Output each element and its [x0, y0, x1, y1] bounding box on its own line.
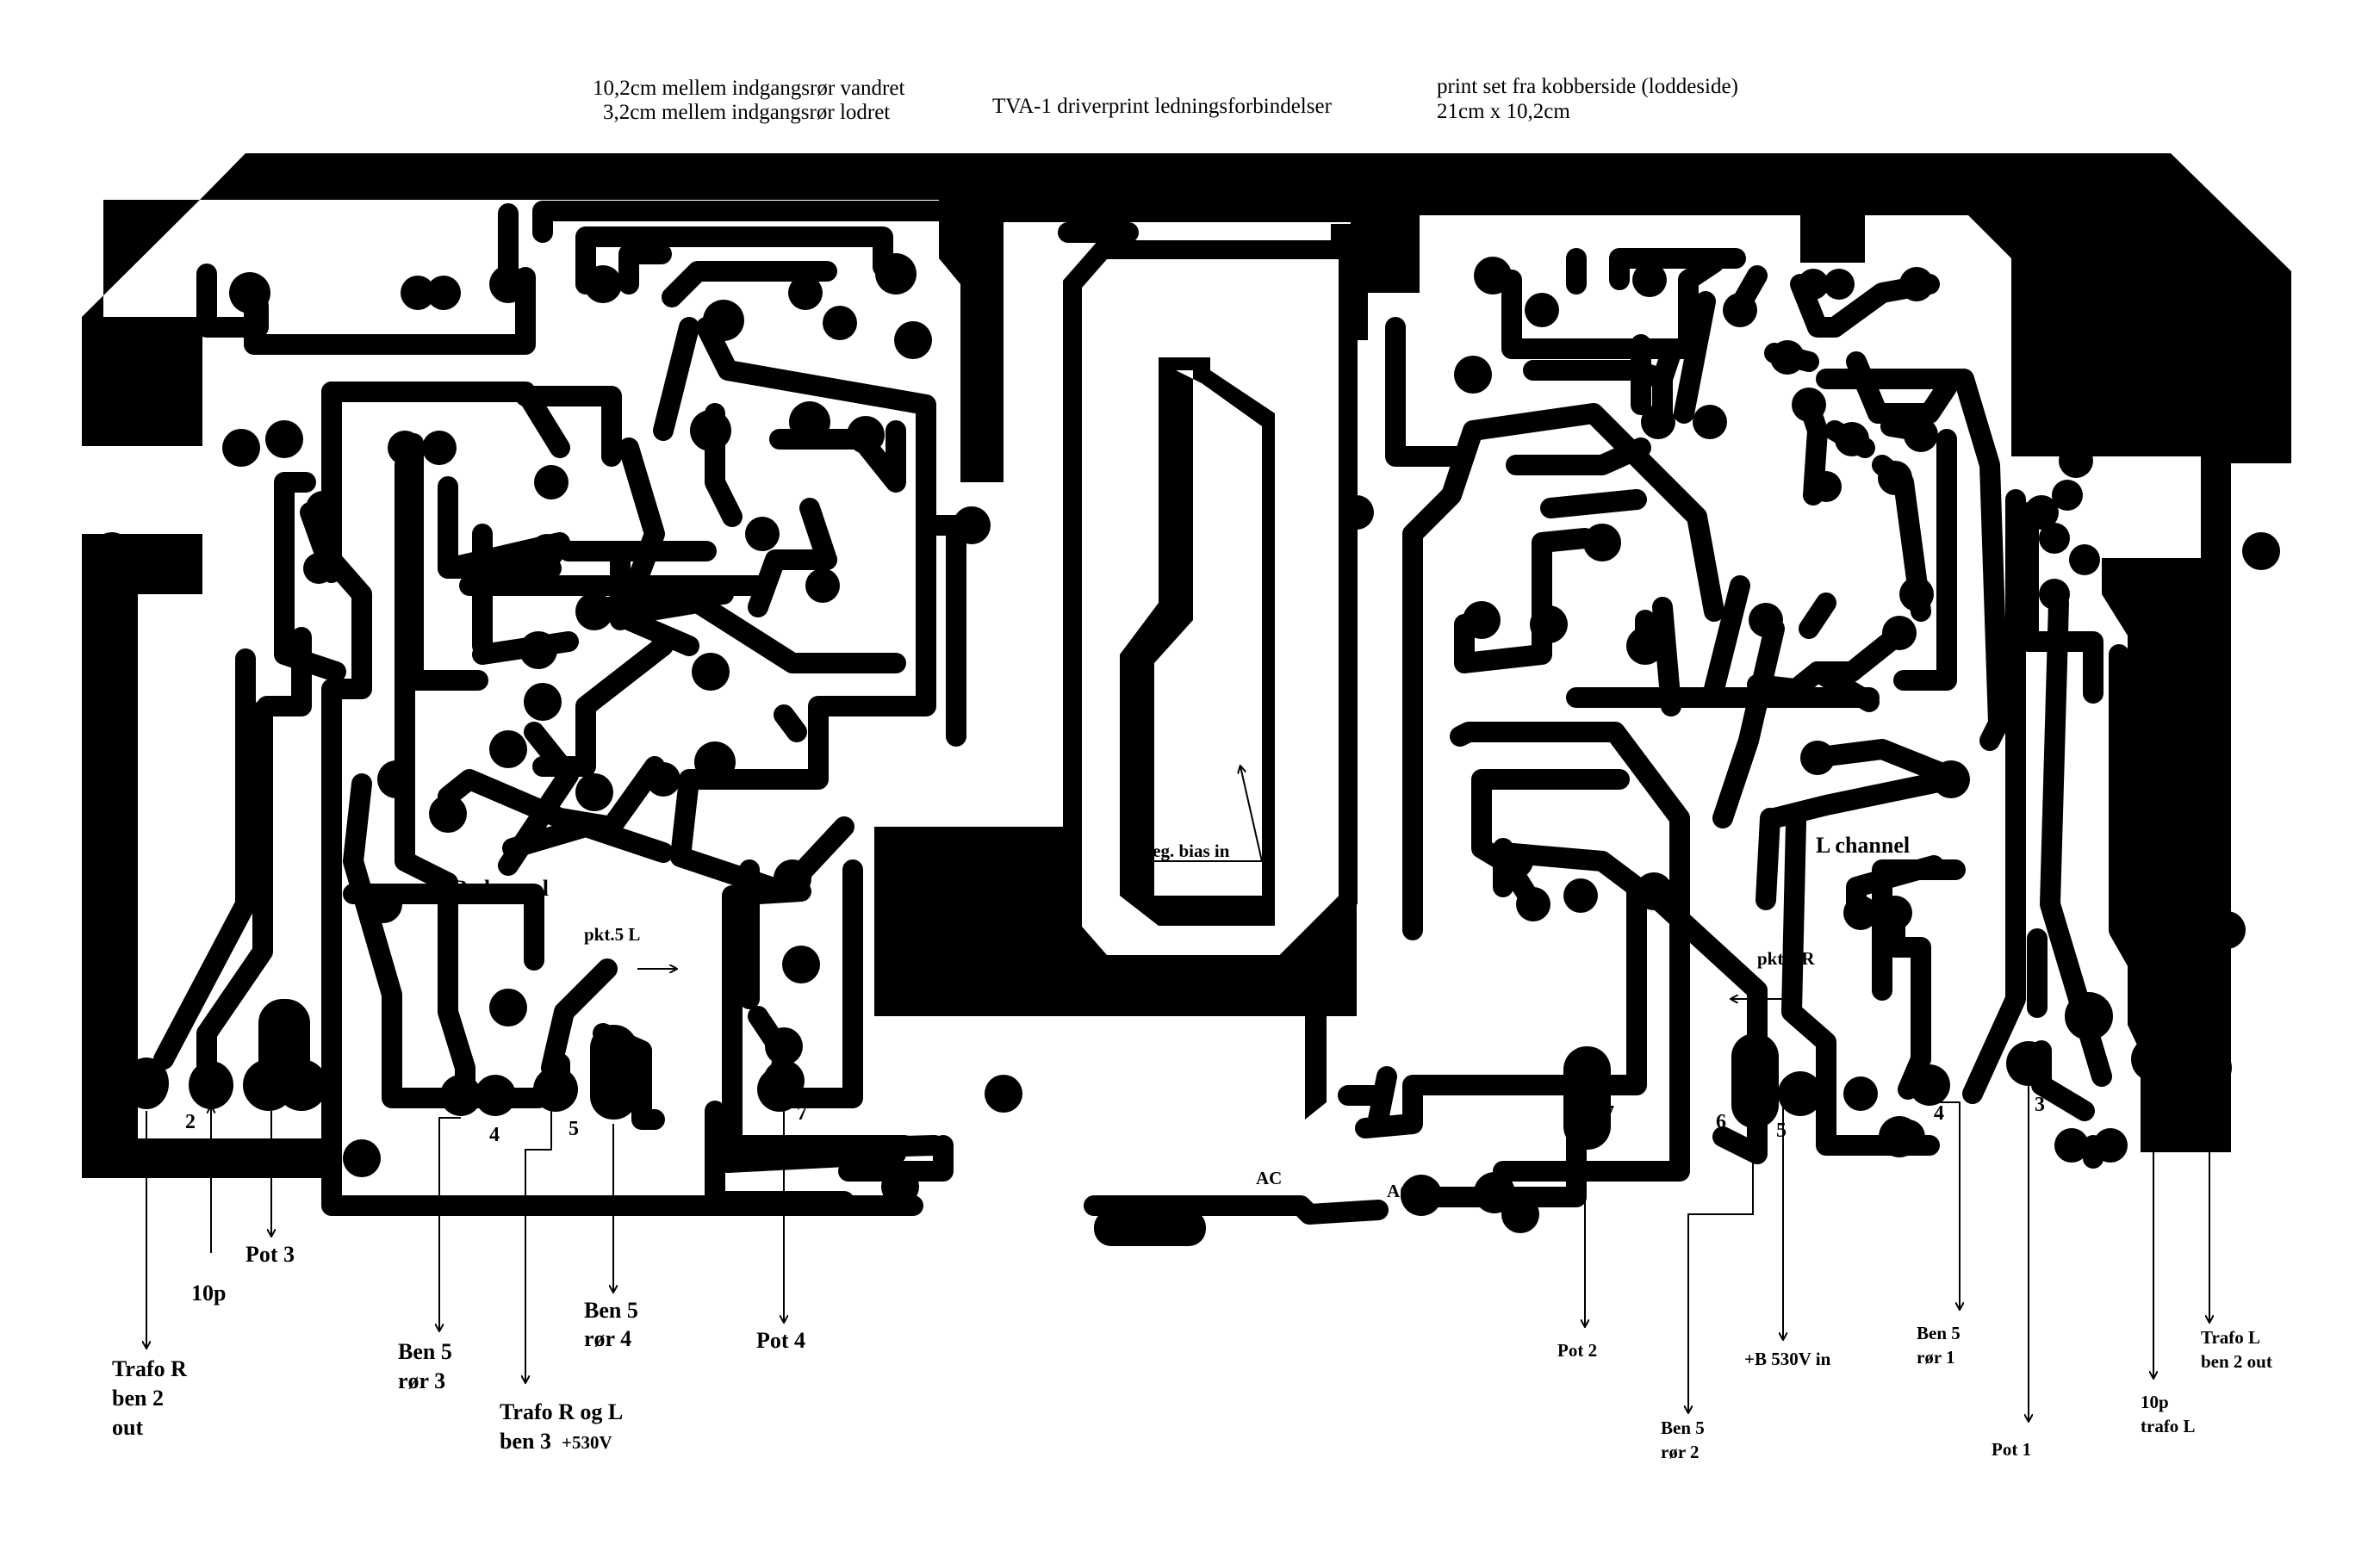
connector-pads [124, 992, 2232, 1246]
ben5-ror4-line2: rør 4 [584, 1326, 631, 1351]
ac-label-right: AC [1387, 1181, 1413, 1201]
r-channel-label: R channel [452, 876, 549, 901]
trafo-r-line3: out [112, 1415, 143, 1440]
pkt5l-label: pkt.5 L [584, 924, 640, 945]
header-title: TVA-1 driverprint ledningsforbindelser [992, 95, 1333, 118]
neg-bias-label: Neg. bias in [1140, 841, 1230, 861]
tenp-trafo-l-line2: trafo L [2141, 1416, 2196, 1436]
pin-r-3: 3 [2035, 1094, 2045, 1116]
ben5-ror4-line1: Ben 5 [584, 1298, 638, 1323]
pkt5r-label: pkt.5 R [1757, 948, 1815, 969]
pot3-label: Pot 3 [245, 1242, 295, 1267]
pin-r-7: 7 [1604, 1102, 1614, 1125]
header-line2: 3,2cm mellem indgangsrør lodret [603, 101, 890, 124]
pin-r-2: 2 [2158, 1094, 2168, 1116]
pin-l-3: 3 [332, 1107, 342, 1129]
trafo-rl-line3: +530V [562, 1432, 612, 1453]
connection-labels: Trafo R ben 2 out 10p Pot 3 Ben 5 rør 3 … [112, 1242, 2272, 1462]
tenp-left: 10p [191, 1281, 226, 1306]
tenp-trafo-l-line1: 10p [2141, 1392, 2169, 1412]
trafo-r-line1: Trafo R [112, 1356, 187, 1381]
pot1-label: Pot 1 [1992, 1439, 2031, 1460]
pin-l-4: 4 [489, 1124, 500, 1146]
ben5-ror2-line2: rør 2 [1661, 1442, 1700, 1462]
header-side1: print set fra kobberside (loddeside) [1437, 75, 1738, 98]
header-side2: 21cm x 10,2cm [1437, 100, 1570, 123]
pin-l-6: 6 [636, 1107, 646, 1129]
pin-r-1: 1 [2221, 1085, 2231, 1107]
header-line1: 10,2cm mellem indgangsrør vandret [593, 77, 904, 100]
board-labels: R channel L channel pkt.5 L pkt.5 R Neg.… [452, 833, 1910, 1201]
l-channel-label: L channel [1816, 833, 1910, 858]
pot4-label: Pot 4 [756, 1328, 805, 1353]
b530-label: +B 530V in [1744, 1349, 1831, 1369]
ben5-ror1-line2: rør 1 [1917, 1347, 1955, 1368]
pin-l-2: 2 [185, 1111, 196, 1133]
pin-l-7: 7 [797, 1102, 807, 1125]
header: 10,2cm mellem indgangsrør vandret 3,2cm … [593, 75, 1738, 124]
ben5-ror1-line1: Ben 5 [1917, 1323, 1961, 1343]
ben5-ror2-line1: Ben 5 [1661, 1417, 1705, 1438]
pin-l-5: 5 [569, 1118, 579, 1140]
trafo-l-line1: Trafo L [2201, 1327, 2260, 1348]
trafo-rl-line1: Trafo R og L [500, 1399, 623, 1424]
ac-label-left: AC [1256, 1168, 1282, 1188]
trafo-rl-line2: ben 3 [500, 1429, 551, 1454]
trafo-l-line2: ben 2 out [2201, 1351, 2272, 1372]
pin-numbers: 1 2 3 4 5 6 7 1 2 3 4 5 6 7 [121, 1085, 2231, 1146]
leader-lines [146, 766, 2209, 1421]
pin-r-5: 5 [1776, 1120, 1787, 1142]
pin-r-6: 6 [1716, 1111, 1726, 1133]
pot2-label: Pot 2 [1557, 1340, 1597, 1361]
pin-l-1: 1 [121, 1111, 131, 1133]
pin-r-4: 4 [1934, 1102, 1944, 1125]
ben5-ror3-line1: Ben 5 [398, 1339, 452, 1364]
ben5-ror3-line2: rør 3 [398, 1368, 445, 1393]
center-island [1063, 240, 1358, 974]
trafo-r-line2: ben 2 [112, 1386, 164, 1411]
